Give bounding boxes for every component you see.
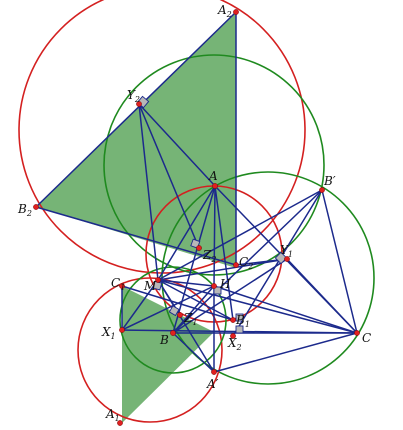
label-h: H bbox=[219, 277, 231, 291]
label-bprime: B′ bbox=[323, 174, 336, 188]
point-x2 bbox=[230, 333, 236, 339]
point-b2 bbox=[33, 204, 39, 210]
right-angle-marker-y1 bbox=[274, 251, 288, 265]
segment-m-c bbox=[157, 279, 358, 334]
segment-y2-a bbox=[138, 103, 216, 187]
label-b: B bbox=[159, 333, 169, 347]
label-x2: X2 bbox=[227, 336, 242, 352]
point-x1 bbox=[119, 327, 125, 333]
shaded-triangle-lower bbox=[122, 286, 214, 423]
segment-a-m bbox=[157, 185, 216, 281]
label-b2: B2 bbox=[17, 202, 32, 218]
points bbox=[33, 9, 360, 426]
point-c2 bbox=[233, 262, 239, 268]
right-angle-marker-h bbox=[213, 286, 222, 295]
right-angle-marker-z1 bbox=[168, 305, 180, 317]
label-x1: X1 bbox=[101, 325, 116, 341]
point-a bbox=[212, 183, 218, 189]
segment-a-h bbox=[213, 185, 216, 287]
segment-aprime-b bbox=[172, 332, 215, 373]
point-a1 bbox=[117, 420, 123, 426]
segment-x1-h bbox=[121, 285, 215, 331]
label-a2: A2 bbox=[217, 3, 232, 19]
label-z2: Z2 bbox=[202, 248, 216, 264]
label-c: C bbox=[362, 331, 371, 345]
segment-y1-c bbox=[286, 258, 358, 334]
point-c bbox=[354, 330, 360, 336]
segment-b-y1 bbox=[172, 258, 288, 334]
label-aprime: A′ bbox=[206, 377, 219, 391]
label-y2: Y2 bbox=[127, 88, 140, 104]
segment-h-c bbox=[213, 285, 358, 334]
segment-m-x1 bbox=[121, 279, 159, 331]
label-y1: Y1 bbox=[280, 243, 293, 259]
point-b1 bbox=[230, 317, 236, 323]
label-b1: B1 bbox=[235, 313, 250, 329]
point-y1 bbox=[284, 256, 290, 262]
segment-y2-z2 bbox=[138, 103, 200, 249]
label-a: A bbox=[208, 169, 218, 183]
segment-b-h bbox=[172, 285, 215, 334]
segment-a2-b2 bbox=[35, 11, 237, 208]
point-y2 bbox=[136, 101, 142, 107]
segment-m-h bbox=[157, 279, 215, 287]
point-c1 bbox=[119, 283, 125, 289]
shaded-triangle-upper bbox=[36, 12, 236, 268]
segment-aprime-c bbox=[213, 332, 358, 373]
label-c1: C1 bbox=[111, 276, 125, 292]
segment-y2-m bbox=[138, 103, 159, 281]
segment-m-y1 bbox=[157, 258, 288, 281]
segment-bprime-m bbox=[157, 189, 323, 281]
segment-m-b1 bbox=[157, 279, 234, 321]
label-c2: C2 bbox=[239, 255, 253, 271]
point-bprime bbox=[319, 187, 325, 193]
segment-m-aprime bbox=[157, 279, 215, 373]
segment-bprime-x2 bbox=[232, 189, 323, 337]
right-angle-marker-x2 bbox=[235, 325, 244, 334]
shaded-triangles bbox=[36, 12, 236, 423]
label-z1: Z1 bbox=[183, 311, 197, 327]
point-z2 bbox=[196, 245, 202, 251]
point-a2 bbox=[233, 9, 239, 15]
point-m bbox=[155, 277, 161, 283]
circle-green-lower bbox=[119, 266, 227, 374]
label-m: M bbox=[143, 279, 157, 293]
segment-a-b1 bbox=[214, 185, 234, 321]
label-a1: A1 bbox=[105, 407, 120, 423]
point-b bbox=[170, 330, 176, 336]
circle-red-lower bbox=[77, 277, 223, 423]
right-angle-marker-b1 bbox=[235, 313, 244, 322]
point-aprime bbox=[211, 369, 217, 375]
segment-bprime-c bbox=[321, 189, 358, 334]
point-z1 bbox=[177, 312, 183, 318]
point-h bbox=[211, 283, 217, 289]
point-labels: A2 Y2 A B′ B2 Z2 C2 Y1 C1 M H Z1 B1 X1 B… bbox=[17, 3, 371, 423]
